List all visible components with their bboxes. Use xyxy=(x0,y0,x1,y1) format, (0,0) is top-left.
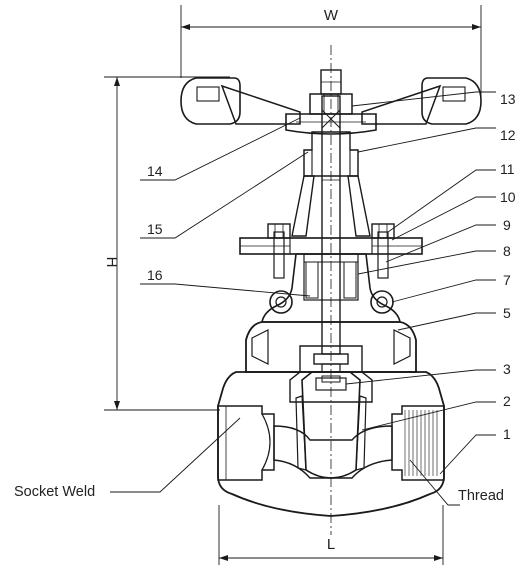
leader-lines xyxy=(110,91,496,506)
dimension-h-label: H xyxy=(103,257,120,268)
dimension-w-label: W xyxy=(324,7,339,24)
bonnet xyxy=(261,253,401,323)
callout-5: 5 xyxy=(503,305,511,321)
callout-8: 8 xyxy=(503,243,511,259)
valve-body xyxy=(217,321,445,517)
handwheel xyxy=(180,69,482,135)
thread-label: Thread xyxy=(458,488,504,504)
dimension-w: W xyxy=(180,5,482,100)
callout-14: 14 xyxy=(147,163,163,179)
socket-weld-label: Socket Weld xyxy=(14,484,95,500)
callout-9: 9 xyxy=(503,217,511,233)
callout-11: 11 xyxy=(500,161,515,177)
stem xyxy=(313,95,349,373)
dimension-h: H xyxy=(103,76,230,411)
callout-3: 3 xyxy=(503,361,511,377)
callout-12: 12 xyxy=(500,127,516,143)
callout-7: 7 xyxy=(503,272,511,288)
dimension-l-label: L xyxy=(327,536,335,553)
callout-1: 1 xyxy=(503,426,511,442)
callout-13: 13 xyxy=(500,91,516,107)
callout-2: 2 xyxy=(503,393,511,409)
callout-15: 15 xyxy=(147,221,163,237)
callout-labels: 13 12 11 10 9 8 7 5 3 2 1 14 15 16 Socke… xyxy=(14,91,516,504)
callout-16: 16 xyxy=(147,267,163,283)
dimension-l: L xyxy=(218,505,444,565)
callout-10: 10 xyxy=(500,189,516,205)
